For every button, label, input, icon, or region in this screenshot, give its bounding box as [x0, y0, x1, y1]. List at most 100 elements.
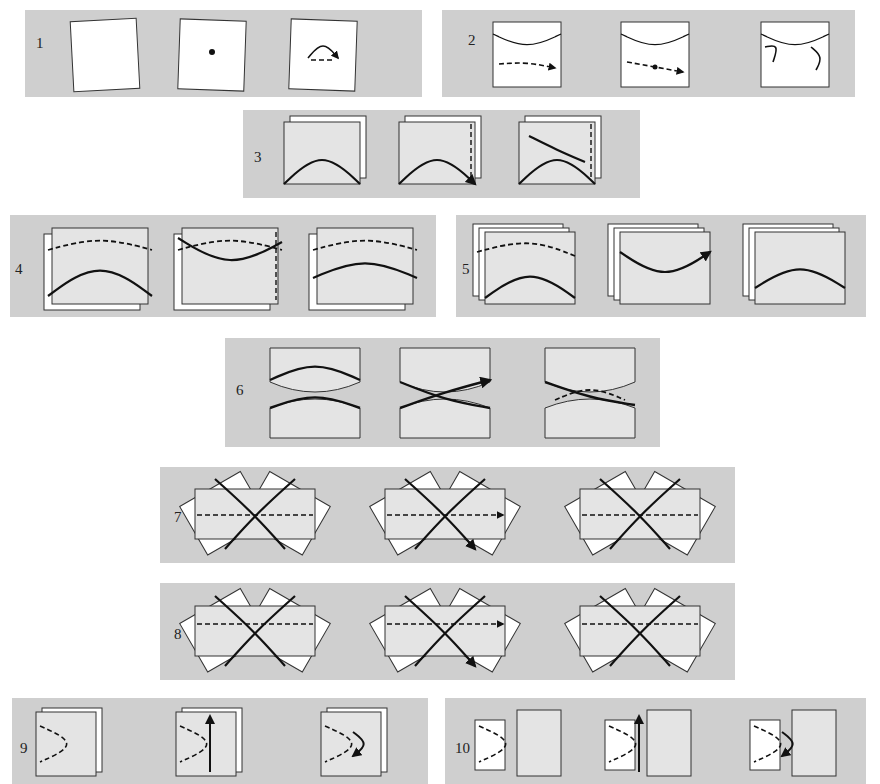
paper-sheet	[485, 232, 575, 304]
step-number: 8	[174, 627, 182, 642]
thread	[400, 380, 490, 408]
step-panel	[243, 110, 640, 198]
step-panel	[160, 467, 735, 563]
paper-sheet	[317, 228, 413, 304]
paper-sheet	[761, 22, 829, 87]
paper-sheet	[545, 348, 635, 392]
paper-sheet	[70, 18, 140, 91]
paper-sheet	[176, 712, 236, 776]
step-panel	[10, 215, 436, 317]
thread	[225, 596, 295, 666]
paper-sheet	[289, 19, 357, 91]
step-panel	[456, 215, 866, 317]
step-panel	[160, 583, 735, 680]
hole-dot	[653, 65, 658, 70]
thread	[215, 596, 285, 666]
thread-hidden	[590, 124, 591, 178]
step-number: 7	[174, 510, 182, 525]
thread-hidden	[197, 623, 313, 625]
paper-sheet	[36, 712, 96, 776]
step-number: 6	[236, 383, 244, 398]
thread-hidden	[325, 726, 352, 762]
thread-hidden	[582, 623, 698, 625]
paper-sheet	[621, 22, 689, 87]
paper-sheet	[493, 22, 561, 87]
paper-sheet	[52, 228, 148, 304]
step-number: 2	[468, 33, 476, 48]
step-number: 4	[15, 262, 23, 277]
paper-sheet	[545, 399, 635, 438]
paper-sheet	[270, 348, 360, 392]
thread	[782, 732, 793, 756]
step-number: 5	[462, 262, 470, 277]
paper-sheet	[792, 710, 836, 776]
paper-sheet	[385, 489, 505, 539]
thread	[405, 596, 475, 666]
step-panel	[442, 10, 855, 97]
paper-sheet	[182, 228, 278, 304]
step-panel	[12, 698, 428, 784]
thread	[209, 716, 211, 772]
thread-hidden	[555, 390, 625, 400]
step-panel	[25, 10, 422, 97]
thread	[178, 238, 282, 260]
paper-sheet	[195, 489, 315, 539]
paper-sheet	[580, 606, 700, 656]
thread	[811, 47, 820, 70]
step-number: 10	[455, 741, 470, 756]
thread-hidden	[311, 59, 335, 60]
paper-sheet	[400, 348, 490, 392]
thread-hidden	[609, 726, 636, 762]
thread-hidden	[387, 514, 503, 516]
thread	[545, 382, 635, 405]
thread	[600, 479, 670, 549]
thread-hidden	[313, 241, 417, 250]
thread-hidden	[48, 241, 152, 250]
thread	[610, 479, 680, 549]
thread-hidden	[180, 726, 207, 762]
step-panel	[225, 338, 660, 447]
paper-sheet	[195, 606, 315, 656]
thread	[761, 34, 829, 45]
step-number: 3	[254, 150, 262, 165]
step-panel	[445, 698, 866, 784]
paper-sheet	[399, 122, 475, 184]
thread	[620, 252, 710, 272]
paper-sheet	[750, 720, 780, 770]
thread	[284, 160, 360, 184]
paper-sheet	[178, 19, 246, 91]
thread-hidden	[582, 514, 698, 516]
thread-hidden	[477, 243, 575, 256]
paper-sheet	[755, 232, 845, 304]
paper-sheet	[519, 122, 595, 184]
thread	[415, 479, 485, 549]
thread	[399, 160, 475, 184]
thread	[638, 716, 640, 772]
thread	[353, 732, 364, 756]
thread-hidden	[197, 514, 313, 516]
thread	[405, 479, 475, 549]
thread-hidden	[499, 63, 555, 68]
thread-hidden	[40, 726, 67, 762]
paper-sheet	[580, 489, 700, 539]
thread-hidden	[387, 623, 503, 625]
thread	[600, 596, 670, 666]
thread-hidden	[479, 726, 506, 762]
paper-sheet	[385, 606, 505, 656]
thread	[610, 596, 680, 666]
thread	[529, 136, 585, 162]
paper-sheet	[284, 122, 360, 184]
paper-sheet	[270, 399, 360, 438]
paper-sheet	[620, 232, 710, 304]
hole-dot	[209, 49, 215, 55]
paper-sheet	[605, 720, 635, 770]
step-number: 9	[20, 741, 28, 756]
thread	[493, 34, 561, 45]
thread	[519, 160, 595, 184]
thread	[270, 367, 360, 380]
thread	[485, 277, 575, 298]
thread	[215, 479, 285, 549]
thread	[755, 269, 845, 288]
